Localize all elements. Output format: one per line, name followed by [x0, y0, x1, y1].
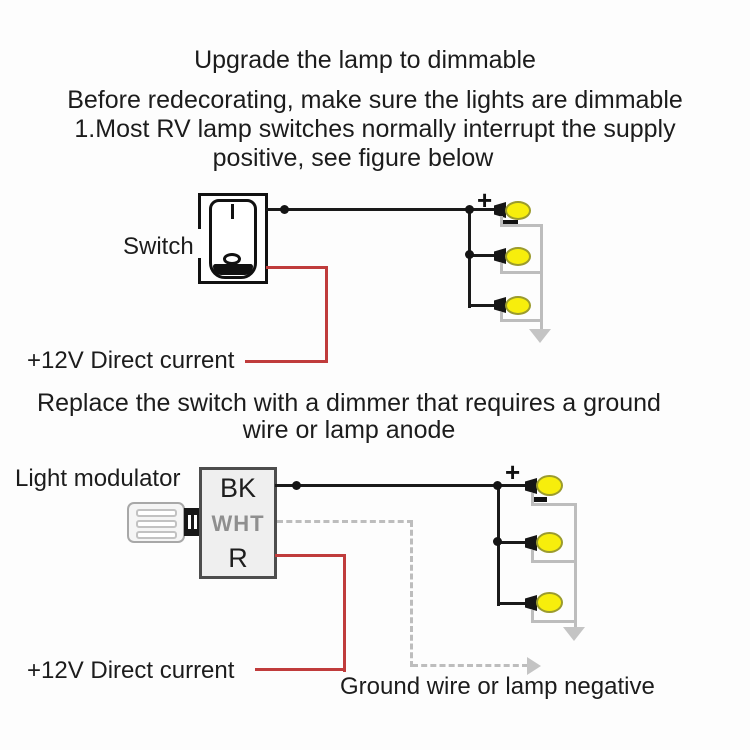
light-modulator-label: Light modulator — [15, 465, 181, 492]
lamp3-return-wire — [500, 319, 542, 322]
terminal-bk-label: BK — [219, 473, 257, 503]
ground-arrow-right-icon — [527, 657, 541, 675]
lamp-socket-icon — [494, 202, 506, 218]
ground-wire-label: Ground wire or lamp negative — [340, 673, 655, 700]
lamp2-branch-wire — [499, 541, 528, 544]
junction-dot — [493, 537, 502, 546]
ground-bus-wire — [540, 224, 543, 330]
supply-wire — [255, 668, 346, 671]
dimmer-knob-icon — [127, 502, 185, 543]
rocker-shadow — [213, 264, 253, 275]
minus-polarity-mark — [532, 497, 547, 502]
switch-label: Switch — [123, 233, 194, 260]
lamp3-return-wire — [531, 610, 534, 623]
lamp2-return-wire — [500, 263, 503, 274]
lamp-socket-icon — [494, 297, 506, 313]
lamp1-return-wire — [500, 216, 503, 227]
lamp2-branch-wire — [470, 254, 496, 257]
supply-label: +12V Direct current — [27, 657, 235, 684]
knob-ridge — [136, 520, 177, 528]
section2-line-1: Replace the switch with a dimmer that re… — [37, 389, 661, 417]
junction-dot — [280, 205, 289, 214]
page-title: Upgrade the lamp to dimmable — [194, 46, 536, 74]
lamp3-branch-wire — [497, 602, 528, 605]
wht-ground-wire — [410, 521, 413, 667]
lamp-socket-icon — [525, 535, 537, 551]
supply-wire — [266, 266, 328, 269]
intro-line-3: positive, see figure below — [212, 144, 494, 172]
connector-pin — [188, 515, 191, 529]
lamp2-return-wire — [531, 550, 534, 563]
knob-ridge — [136, 509, 177, 517]
plus-polarity-mark: + — [477, 185, 493, 215]
supply-wire — [343, 554, 346, 672]
lamp2-return-wire — [531, 560, 577, 563]
intro-line-2: 1.Most RV lamp switches normally interru… — [74, 115, 676, 143]
ground-bus-wire — [574, 503, 577, 628]
switch-body-gap — [196, 229, 201, 258]
switch-output-wire — [266, 208, 496, 211]
lamp-bulb-icon — [505, 296, 531, 315]
lamp-bulb-icon — [536, 532, 563, 553]
lamp-bulb-icon — [536, 592, 563, 613]
bk-output-wire — [275, 484, 528, 487]
intro-line-1: Before redecorating, make sure the light… — [67, 86, 683, 114]
supply-wire — [275, 554, 346, 557]
ground-arrow-icon — [529, 329, 551, 343]
junction-dot — [292, 481, 301, 490]
lamp-bulb-icon — [505, 201, 531, 220]
connector-pin — [194, 515, 197, 529]
lamp-socket-icon — [525, 478, 537, 494]
ground-arrow-icon — [563, 627, 585, 641]
dimmer-box-icon — [199, 467, 277, 579]
terminal-wht-label: WHT — [211, 511, 265, 536]
lamp2-return-wire — [500, 271, 542, 274]
switch-on-mark-icon — [231, 204, 234, 219]
section2-line-2: wire or lamp anode — [242, 416, 456, 444]
knob-ridge — [136, 531, 177, 539]
supply-label: +12V Direct current — [27, 347, 235, 374]
lamp-socket-icon — [525, 595, 537, 611]
terminal-r-label: R — [228, 543, 248, 573]
wht-ground-wire — [277, 520, 413, 523]
lamp1-return-wire — [531, 503, 577, 506]
junction-dot — [493, 481, 502, 490]
lamp-bulb-icon — [536, 475, 563, 496]
lamp1-return-wire — [500, 224, 542, 227]
supply-wire — [245, 360, 328, 363]
wht-ground-wire — [412, 664, 528, 667]
minus-polarity-mark — [503, 220, 518, 225]
lamp3-return-wire — [531, 620, 577, 623]
lamp3-branch-wire — [468, 304, 496, 307]
lamp3-return-wire — [500, 312, 503, 322]
switch-off-mark-icon — [223, 253, 241, 265]
supply-wire — [325, 266, 328, 363]
lamp-bulb-icon — [505, 247, 531, 266]
junction-dot — [465, 250, 474, 259]
junction-dot — [465, 205, 474, 214]
lamp-socket-icon — [494, 248, 506, 264]
lamp1-return-wire — [531, 493, 534, 506]
plus-polarity-mark: + — [505, 457, 521, 487]
